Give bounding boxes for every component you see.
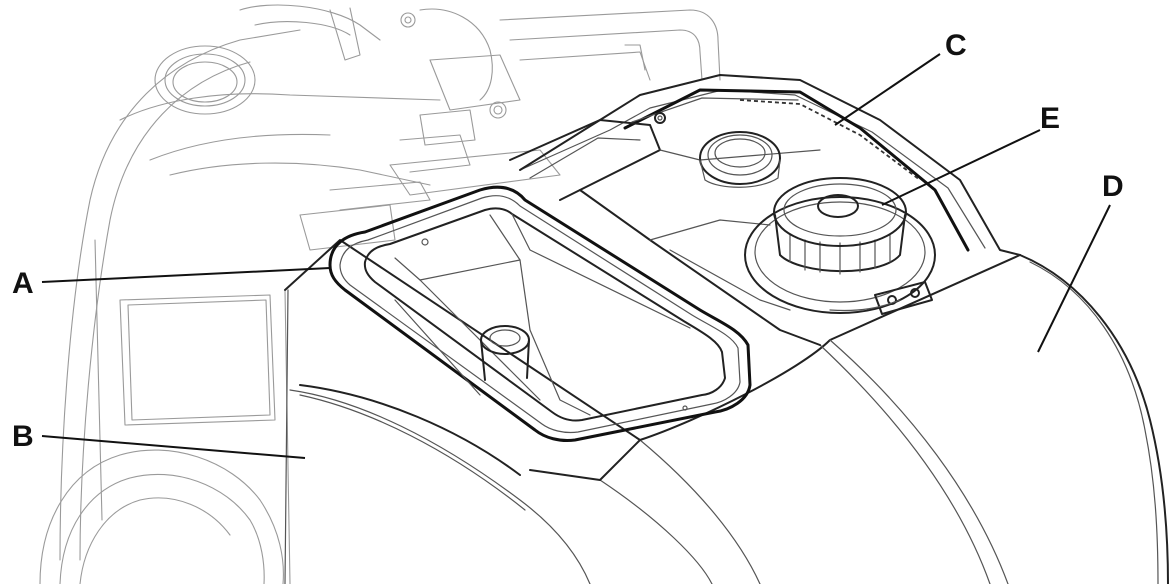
fill-port [699,131,781,188]
leader-e [881,129,1041,206]
callout-b: B [12,420,34,453]
leader-c [834,53,941,126]
callout-d: D [1102,170,1124,203]
callout-c: C [945,29,967,62]
tank-lid [509,74,1021,346]
callout-leaders [41,53,1111,459]
rear-housing [39,29,441,584]
callout-e: E [1040,102,1060,135]
body-side [284,289,521,584]
callout-a: A [12,267,34,300]
handle-bracket [239,4,721,251]
leader-a [41,267,331,283]
tank-cap [744,177,936,315]
leader-d [1037,204,1111,353]
hopper-tube [480,325,530,381]
hopper-opening [328,185,752,442]
front-cover [284,239,1169,584]
callout-labels: A B C D E [12,29,1124,453]
leader-b [41,435,306,459]
